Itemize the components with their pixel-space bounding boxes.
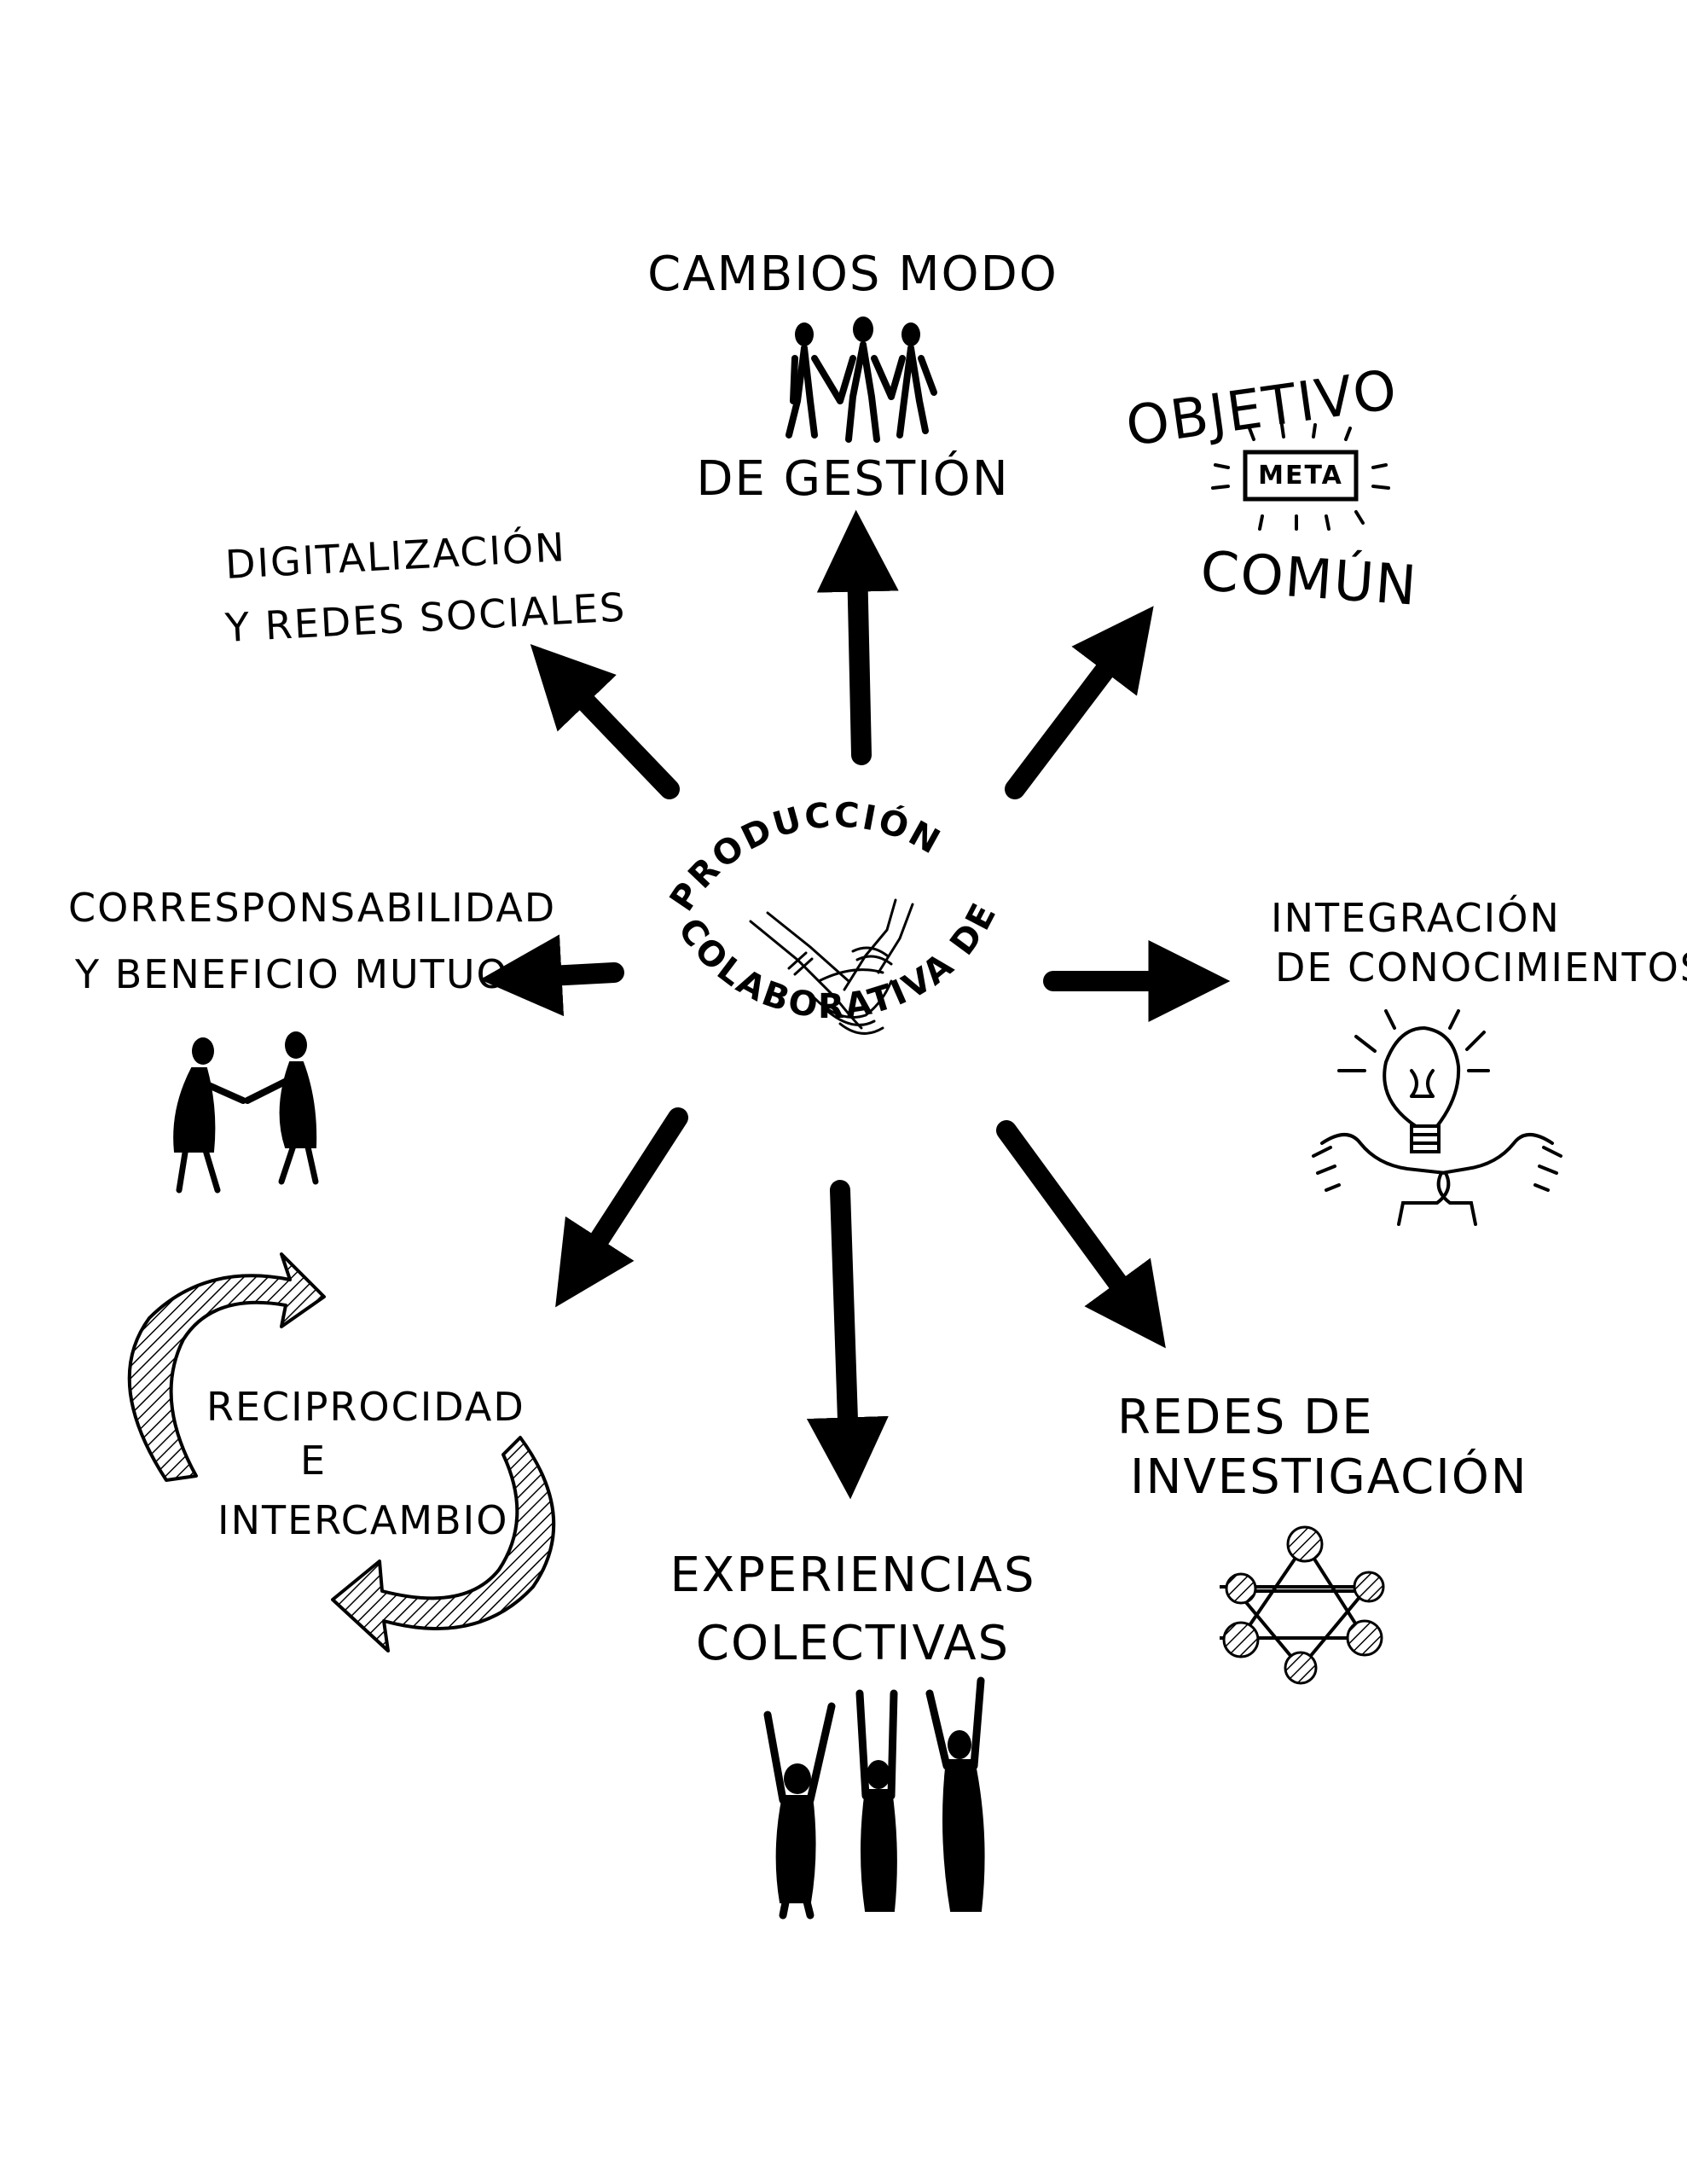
- people-raising-arms-icon: [763, 1676, 985, 1920]
- corresponsabilidad-line2: Y BENEFICIO MUTUO: [74, 951, 509, 997]
- node-corresponsabilidad: CORRESPONSABILIDAD Y BENEFICIO MUTUO: [68, 885, 556, 1194]
- lightbulb-hands-icon: [1312, 1009, 1562, 1226]
- arrow-up-left: [530, 643, 680, 799]
- meta-badge: META: [1258, 461, 1343, 491]
- integracion-line2: DE CONOCIMIENTOS: [1275, 944, 1687, 990]
- cambios-line2: DE GESTIÓN: [696, 451, 1009, 507]
- arrow-down: [806, 1180, 889, 1500]
- objetivo-line1: OBJETIVO: [1122, 358, 1402, 459]
- experiencias-line1: EXPERIENCIAS: [670, 1548, 1035, 1603]
- center-title-bottom: COLABORATIVA DE CONOCIMIENTO: [0, 0, 1006, 1026]
- node-reciprocidad: RECIPROCIDAD E INTERCAMBIO: [127, 1252, 556, 1653]
- handshake-icon: [749, 898, 914, 1035]
- corresponsabilidad-line1: CORRESPONSABILIDAD: [68, 885, 556, 931]
- experiencias-line2: COLECTIVAS: [696, 1616, 1010, 1671]
- node-experiencias: EXPERIENCIAS COLECTIVAS: [670, 1548, 1035, 1920]
- redes-line1: REDES DE: [1117, 1390, 1374, 1445]
- arrow-down-left: [555, 1107, 688, 1308]
- target-sign-icon: [1211, 423, 1390, 531]
- node-cambios: CAMBIOS MODO DE GESTIÓN: [647, 247, 1058, 507]
- reciprocidad-line2: E: [300, 1438, 327, 1484]
- arrows: [479, 509, 1231, 1500]
- people-holding-hands-icon: [786, 317, 937, 443]
- cambios-line1: CAMBIOS MODO: [647, 247, 1058, 302]
- node-integracion: INTEGRACIÓN DE CONOCIMIENTOS: [1271, 895, 1687, 1226]
- reciprocidad-line3: INTERCAMBIO: [217, 1497, 508, 1543]
- network-icon: [1220, 1525, 1385, 1685]
- arrow-up: [816, 509, 899, 765]
- digitalizacion-line1: DIGITALIZACIÓN: [224, 524, 567, 588]
- node-digitalizacion: DIGITALIZACIÓN Y REDES SOCIALES: [223, 524, 628, 651]
- arrow-left: [479, 934, 624, 1017]
- node-redes: REDES DE INVESTIGACIÓN: [1117, 1390, 1528, 1685]
- digitalizacion-line2: Y REDES SOCIALES: [223, 584, 628, 651]
- two-people-shaking-hands-icon: [173, 1031, 319, 1194]
- arrow-up-right: [1005, 606, 1154, 799]
- center-title-top: PRODUCCIÓN: [663, 795, 948, 918]
- cycle-arrows-icon: [127, 1252, 556, 1653]
- integracion-line1: INTEGRACIÓN: [1271, 895, 1561, 941]
- node-objetivo: OBJETIVO META COMÚN: [1122, 358, 1420, 619]
- center-hub: PRODUCCIÓN COLABORATIVA DE CONOCIMIENTO: [0, 0, 1006, 1035]
- reciprocidad-line1: RECIPROCIDAD: [206, 1384, 525, 1430]
- objetivo-line2: COMÚN: [1198, 538, 1420, 619]
- arrow-down-right: [996, 1120, 1166, 1349]
- redes-line2: INVESTIGACIÓN: [1130, 1449, 1528, 1505]
